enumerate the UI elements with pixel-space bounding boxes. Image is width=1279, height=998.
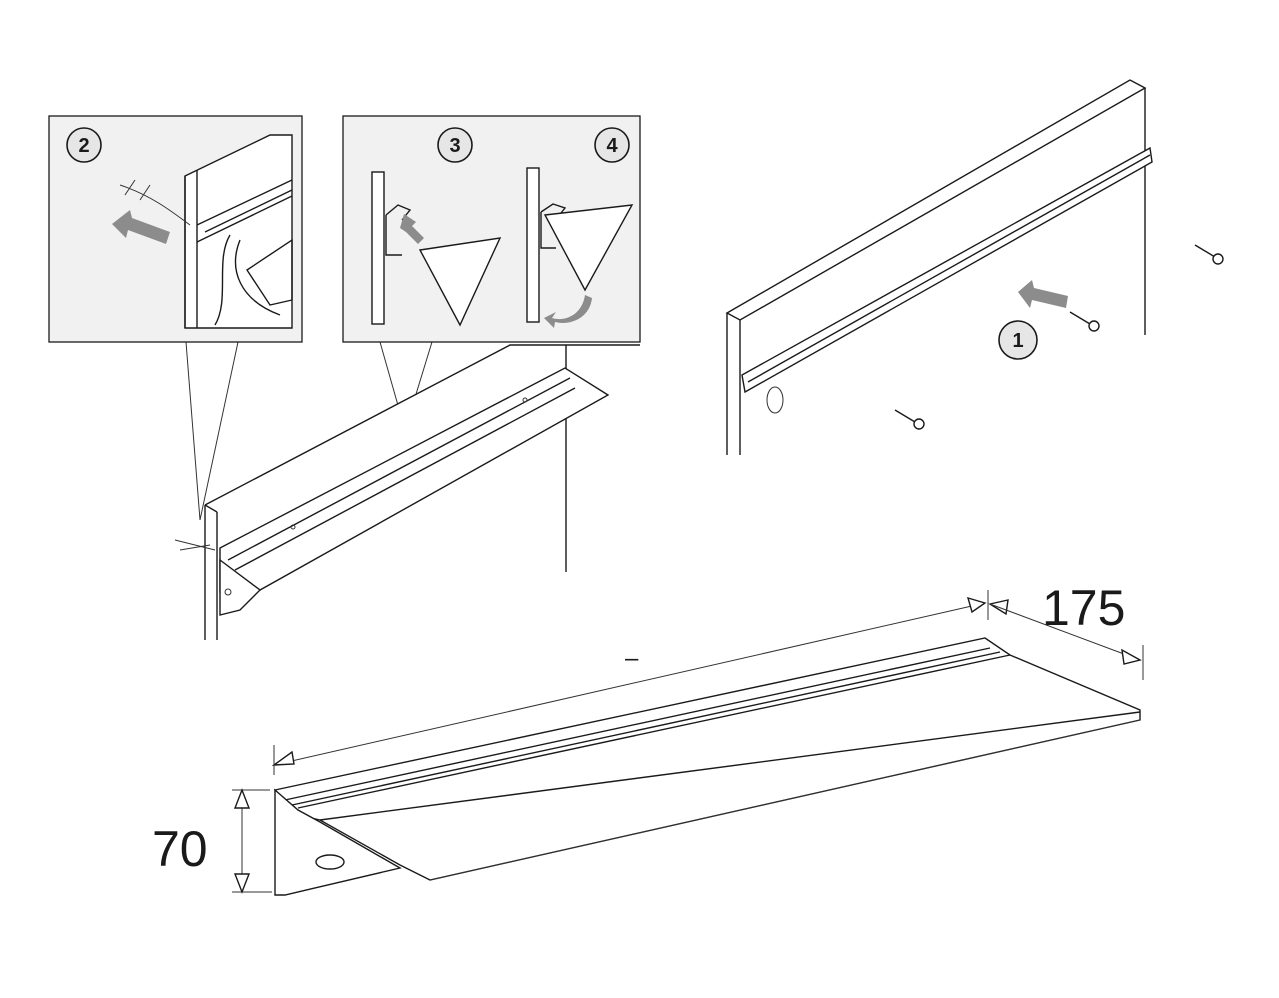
- step-3-label: 3: [449, 135, 460, 157]
- arrow-icon: [400, 214, 424, 244]
- screw-icon: [894, 409, 925, 430]
- depth-dimension: 175: [1042, 580, 1125, 636]
- step-3-badge: 3: [437, 127, 473, 163]
- step-1-badge: 1: [998, 320, 1038, 360]
- dimensioned-shelf: [232, 590, 1144, 896]
- rotate-arrow-icon: [544, 295, 592, 328]
- step-4-badge: 4: [594, 127, 630, 163]
- screw-icon: [1069, 311, 1100, 332]
- inset-step-3-4: [342, 115, 641, 343]
- arrow-icon: [112, 210, 170, 244]
- length-dimension: –: [625, 645, 639, 672]
- arrow-icon: [1018, 280, 1068, 308]
- step-2-label: 2: [78, 135, 89, 157]
- installed-shelf-view: [174, 344, 640, 640]
- step-4-label: 4: [606, 135, 618, 157]
- step-1-label: 1: [1012, 330, 1023, 352]
- height-dimension: 70: [152, 821, 208, 877]
- rail-mounting-view: [725, 79, 1224, 455]
- screw-icon: [1194, 244, 1224, 265]
- step-2-badge: 2: [66, 127, 102, 163]
